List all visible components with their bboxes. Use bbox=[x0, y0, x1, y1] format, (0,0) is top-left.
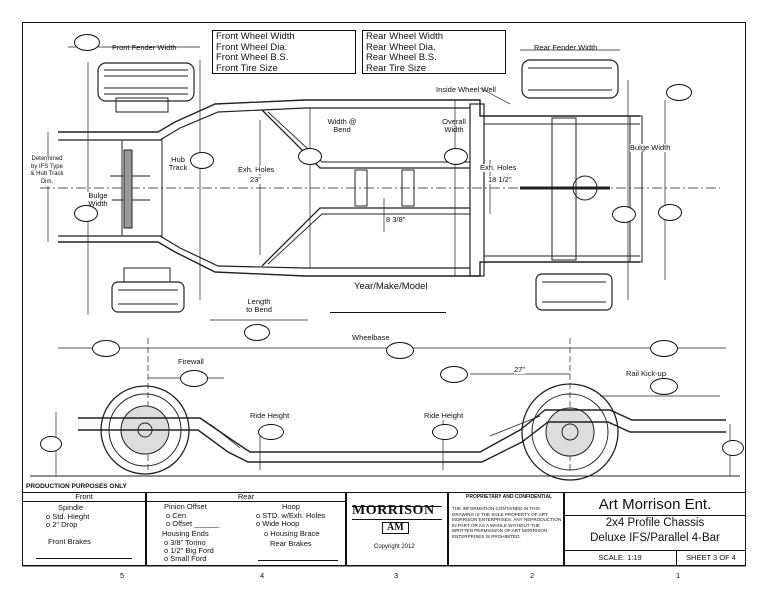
rear-overhang-oval[interactable] bbox=[650, 340, 678, 357]
logo-rules bbox=[352, 506, 442, 520]
front-brakes-line bbox=[36, 558, 132, 559]
rail-kickup-label: Rail Kick-up bbox=[626, 369, 667, 378]
zone-number: 5 bbox=[120, 571, 125, 580]
bulge-width-left-label: Bulge Width bbox=[84, 192, 112, 207]
firewall-oval[interactable] bbox=[180, 370, 208, 387]
zone-number: 4 bbox=[260, 571, 265, 580]
length-to-bend-label: Length to Bend bbox=[238, 298, 280, 313]
overall-width-oval[interactable] bbox=[444, 148, 468, 165]
inside-wheel-well-label: Inside Wheel Well bbox=[436, 85, 496, 94]
production-note: PRODUCTION PURPOSES ONLY bbox=[26, 483, 127, 490]
company-name: Art Morrison Ent. bbox=[598, 496, 712, 513]
ride-height-left-oval[interactable] bbox=[258, 424, 284, 440]
spindle-label: Spindle bbox=[58, 503, 84, 512]
inside-wheel-well-oval[interactable] bbox=[658, 204, 682, 221]
overall-width-label: Overall Width bbox=[442, 117, 466, 134]
proprietary-title: PROPRIETARY AND CONFIDENTIAL bbox=[466, 494, 553, 500]
exh-holes-left-label: Exh. Holes bbox=[238, 165, 275, 174]
spindle-option[interactable]: o 2" Drop bbox=[46, 520, 78, 529]
sheet-label: SHEET 3 OF 4 bbox=[686, 553, 736, 562]
rear-fender-width-oval[interactable] bbox=[666, 84, 692, 101]
hub-track-label: Hub Track bbox=[164, 156, 192, 171]
spec-line: Front Wheel B.S. bbox=[216, 52, 289, 63]
ride-height-right-oval[interactable] bbox=[432, 424, 458, 440]
housing-option[interactable]: o Small Ford bbox=[164, 554, 207, 563]
front-wheel-spec-box: Front Wheel Width Front Wheel Dia. Front… bbox=[212, 30, 356, 74]
spec-line: Front Wheel Dia. bbox=[216, 41, 288, 53]
pinion-option[interactable]: o Cen bbox=[166, 511, 187, 520]
rear-brakes-line bbox=[258, 560, 338, 561]
hoop-option[interactable]: o STD. w/Exh. Holes bbox=[256, 511, 326, 520]
rear-wheel-spec-box: Rear Wheel Width Rear Wheel Dia. Rear Wh… bbox=[362, 30, 506, 74]
title-cell bbox=[564, 492, 746, 566]
rear-options-cell bbox=[146, 492, 346, 566]
hub-track-oval[interactable] bbox=[190, 152, 214, 169]
housing-ends-label: Housing Ends bbox=[162, 529, 209, 538]
spec-line: Front Wheel Width bbox=[216, 31, 295, 42]
hoop-label: Hoop bbox=[282, 502, 300, 511]
pinion-option[interactable]: o Offset ______ bbox=[166, 519, 220, 528]
rear-dimension-oval[interactable] bbox=[440, 366, 468, 383]
pinion-offset-label: Pinion Offset bbox=[164, 502, 207, 511]
copyright-label: Copyright 2012 bbox=[374, 544, 415, 550]
length-to-bend-oval[interactable] bbox=[244, 324, 270, 341]
year-make-model-label: Year/Make/Model bbox=[354, 281, 428, 292]
exh-holes-right-label: Exh. Holes bbox=[480, 163, 517, 172]
housing-option[interactable]: o 1/2" Big Ford bbox=[164, 546, 214, 555]
rear-height-oval[interactable] bbox=[722, 440, 744, 456]
dim-27-label: 27" bbox=[514, 365, 526, 374]
drawing-title-line-2: Deluxe IFS/Parallel 4-Bar bbox=[590, 532, 720, 544]
proprietary-text: THE INFORMATION CONTAINED IN THIS DRAWIN… bbox=[452, 506, 562, 539]
rear-brakes-label: Rear Brakes bbox=[270, 539, 312, 548]
spec-line: Rear Wheel Width bbox=[366, 31, 444, 42]
year-make-model-line bbox=[330, 312, 446, 313]
wheelbase-oval[interactable] bbox=[386, 342, 414, 359]
morrison-logo-text: MORRISON bbox=[352, 503, 435, 518]
zone-number: 3 bbox=[394, 571, 399, 580]
front-fender-width-label: Front Fender Width bbox=[112, 43, 177, 52]
logo-cell bbox=[346, 492, 448, 566]
front-overhang-oval[interactable] bbox=[92, 340, 120, 357]
front-fender-width-oval[interactable] bbox=[74, 34, 100, 51]
spec-line: Rear Wheel Dia. bbox=[366, 41, 436, 53]
bulge-width-right-label: Bulge Width bbox=[630, 143, 671, 152]
front-height-oval[interactable] bbox=[40, 436, 62, 452]
front-options-cell bbox=[22, 492, 146, 566]
front-header: Front bbox=[75, 492, 93, 501]
zone-number: 1 bbox=[676, 571, 681, 580]
drawing-title-line-1: 2x4 Profile Chassis bbox=[605, 517, 705, 529]
zone-number: 2 bbox=[530, 571, 535, 580]
proprietary-cell bbox=[448, 492, 564, 566]
rear-header: Rear bbox=[237, 492, 255, 501]
am-logo-mark: AM bbox=[382, 522, 409, 534]
wheelbase-label: Wheelbase bbox=[352, 333, 390, 342]
spec-line: Front Tire Size bbox=[216, 62, 278, 74]
housing-option[interactable]: o 3/8" Torino bbox=[164, 538, 206, 547]
title-divider-2 bbox=[564, 550, 746, 551]
scale-label: SCALE: 1:19 bbox=[598, 553, 642, 562]
bulge-width-left-oval[interactable] bbox=[74, 205, 98, 222]
width-at-bend-label: Width @ Bend bbox=[327, 117, 357, 134]
exh-holes-left-value: 23" bbox=[250, 175, 262, 184]
exh-holes-right-value: 18 1/2" bbox=[488, 175, 512, 184]
firewall-label: Firewall bbox=[178, 357, 204, 366]
spec-line: Rear Wheel B.S. bbox=[366, 52, 437, 63]
rear-fender-width-label: Rear Fender Width bbox=[534, 43, 598, 52]
header-divider bbox=[22, 501, 346, 502]
spec-line: Rear Tire Size bbox=[366, 62, 427, 74]
bulge-width-right-oval[interactable] bbox=[612, 206, 636, 223]
title-divider-3 bbox=[676, 550, 677, 566]
center-dimension-label: 8 3/8" bbox=[386, 215, 406, 224]
ride-height-right-label: Ride Height bbox=[424, 411, 464, 420]
hoop-option[interactable]: o Wide Hoop bbox=[256, 519, 300, 528]
determined-by-label: Determined by IFS Type & Hub Track Dim. bbox=[24, 156, 70, 186]
ride-height-left-label: Ride Height bbox=[250, 411, 290, 420]
title-divider-1 bbox=[564, 515, 746, 516]
width-at-bend-oval[interactable] bbox=[298, 148, 322, 165]
front-brakes-label: Front Brakes bbox=[48, 537, 91, 546]
rail-kickup-oval[interactable] bbox=[650, 378, 678, 395]
spindle-option[interactable]: o Std. Hieght bbox=[46, 512, 90, 521]
housing-brace-option[interactable]: o Housing Brace bbox=[264, 529, 320, 538]
